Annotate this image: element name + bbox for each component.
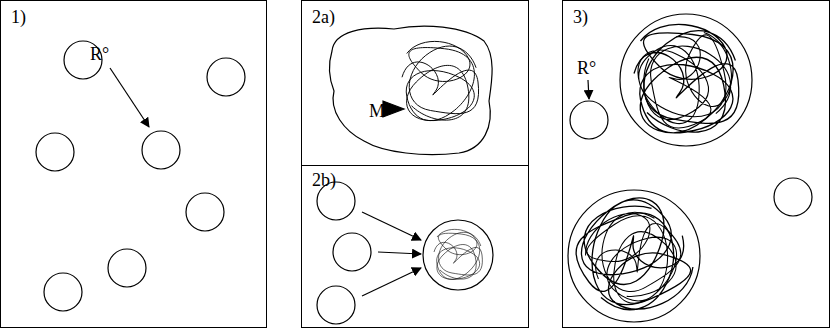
blob-outline: [324, 21, 496, 159]
panel-number: 2a): [312, 7, 335, 27]
particle-circle: [620, 14, 752, 146]
polymer-tangle: [434, 229, 482, 279]
radical-circle: [207, 58, 245, 96]
species-label: R°: [577, 58, 596, 78]
radical-circle: [570, 101, 608, 139]
panel-box: 1): [0, 0, 267, 328]
leader-arrow: [110, 68, 149, 127]
radical-circle: [108, 249, 146, 287]
polymer-tangle: [629, 23, 746, 138]
polymer-tangle: [402, 41, 479, 120]
polymer-tangle: [634, 24, 739, 132]
radical-circle: [333, 233, 371, 271]
node-label: M: [369, 101, 385, 121]
radical-circle: [774, 178, 812, 216]
panel-box: 2b): [301, 165, 529, 328]
polymer-tangle: [573, 194, 694, 315]
radical-circle: [186, 193, 224, 231]
panel-number: 2b): [312, 170, 336, 190]
radical-circle: [36, 133, 74, 171]
flow-arrow: [378, 252, 421, 254]
radical-circle: [317, 286, 355, 324]
particle-circle: [423, 220, 493, 290]
micelle-blob: M: [324, 21, 496, 159]
leader-arrow: [588, 80, 589, 99]
panel-box: 2a) M: [301, 0, 529, 166]
radical-circle: [142, 131, 180, 169]
species-label: R°: [90, 44, 109, 64]
polymer-tangle: [562, 184, 707, 328]
flow-arrow: [362, 268, 421, 296]
radical-circle: [64, 41, 102, 79]
radical-circle: [44, 273, 82, 311]
panel-number: 3): [573, 7, 588, 27]
particle-circle: [568, 190, 700, 322]
pointer-triangle: [383, 101, 404, 117]
radical-circle: [317, 182, 355, 220]
panel-number: 1): [11, 7, 26, 27]
flow-arrow: [362, 212, 421, 240]
panel-box: 3): [562, 0, 830, 328]
blob-path: [330, 26, 493, 154]
